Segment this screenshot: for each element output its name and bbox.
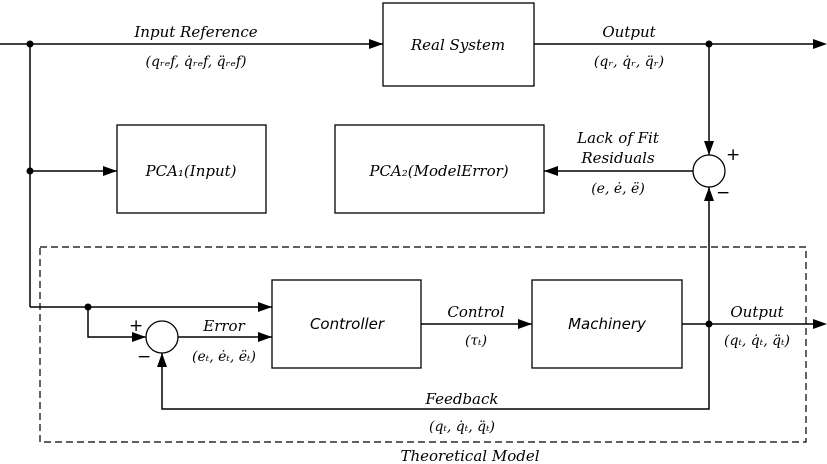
input-junction-dot	[26, 40, 34, 48]
residual-vars: (e, ė, ë)	[591, 181, 645, 197]
bottom-sum-plus-sign: +	[129, 316, 143, 336]
controller-label: Controller	[310, 315, 385, 333]
top-sum-plus-sign: +	[726, 145, 740, 165]
theoretical-model-label: Theoretical Model	[400, 447, 539, 464]
top-sum-minus-sign: −	[716, 183, 730, 203]
input-reference-label: Input Reference	[133, 23, 257, 41]
bottom-sum-minus-sign: −	[137, 347, 151, 367]
pca1-block	[116, 124, 267, 214]
machinery-input-arrow	[518, 319, 532, 329]
model-output-label: Output	[730, 303, 784, 321]
model-output-vars: (qₜ, q̇ₜ, q̈ₜ)	[724, 333, 790, 349]
real-output-label: Output	[602, 23, 656, 41]
pca1-junction-dot	[26, 167, 34, 175]
controller-error-arrow	[258, 332, 272, 342]
reference-to-sum-wire	[87, 307, 146, 338]
bottom-sum-plus-arrow	[132, 332, 146, 342]
reference-junction-dot	[84, 303, 92, 311]
real-output-arrow	[813, 39, 827, 49]
bottom-sum-minus-arrow	[157, 353, 167, 367]
control-label: Control	[447, 303, 504, 321]
lack-of-fit-label: Lack of Fit	[576, 129, 660, 147]
pca2-input-arrow	[544, 166, 558, 176]
real-output-vars: (qᵣ, q̇ᵣ, q̈ᵣ)	[594, 54, 664, 70]
residuals-label: Residuals	[580, 149, 655, 167]
machinery-block	[531, 279, 683, 369]
machinery-label: Machinery	[568, 315, 647, 333]
feedback-wire	[161, 324, 710, 410]
error-vars: (eₜ, ėₜ, ëₜ)	[192, 349, 256, 365]
real-output-junction-dot	[705, 40, 713, 48]
model-output-arrow	[813, 319, 827, 329]
pca2-label: PCA₂(ModelError)	[368, 162, 508, 180]
controller-block	[271, 279, 422, 369]
feedback-vars: (qₜ, q̇ₜ, q̈ₜ)	[429, 419, 495, 435]
top-sum-plus-arrow	[704, 141, 714, 155]
real-system-input-arrow	[369, 39, 383, 49]
feedback-label: Feedback	[425, 390, 499, 408]
model-output-junction-dot	[705, 320, 713, 328]
top-sum-minus-arrow	[704, 187, 714, 201]
pca2-block	[334, 124, 545, 214]
pca1-input-arrow	[103, 166, 117, 176]
theoretical-model-boundary	[39, 246, 807, 443]
pca1-label: PCA₁(Input)	[145, 162, 237, 180]
input-reference-vars: (qᵣₑf, q̇ᵣₑf, q̈ᵣₑf)	[145, 54, 246, 70]
control-vars: (τₜ)	[465, 333, 487, 349]
controller-reference-arrow	[258, 302, 272, 312]
real-system-label: Real System	[410, 36, 505, 54]
error-label: Error	[202, 317, 245, 335]
real-system-block	[382, 2, 535, 87]
